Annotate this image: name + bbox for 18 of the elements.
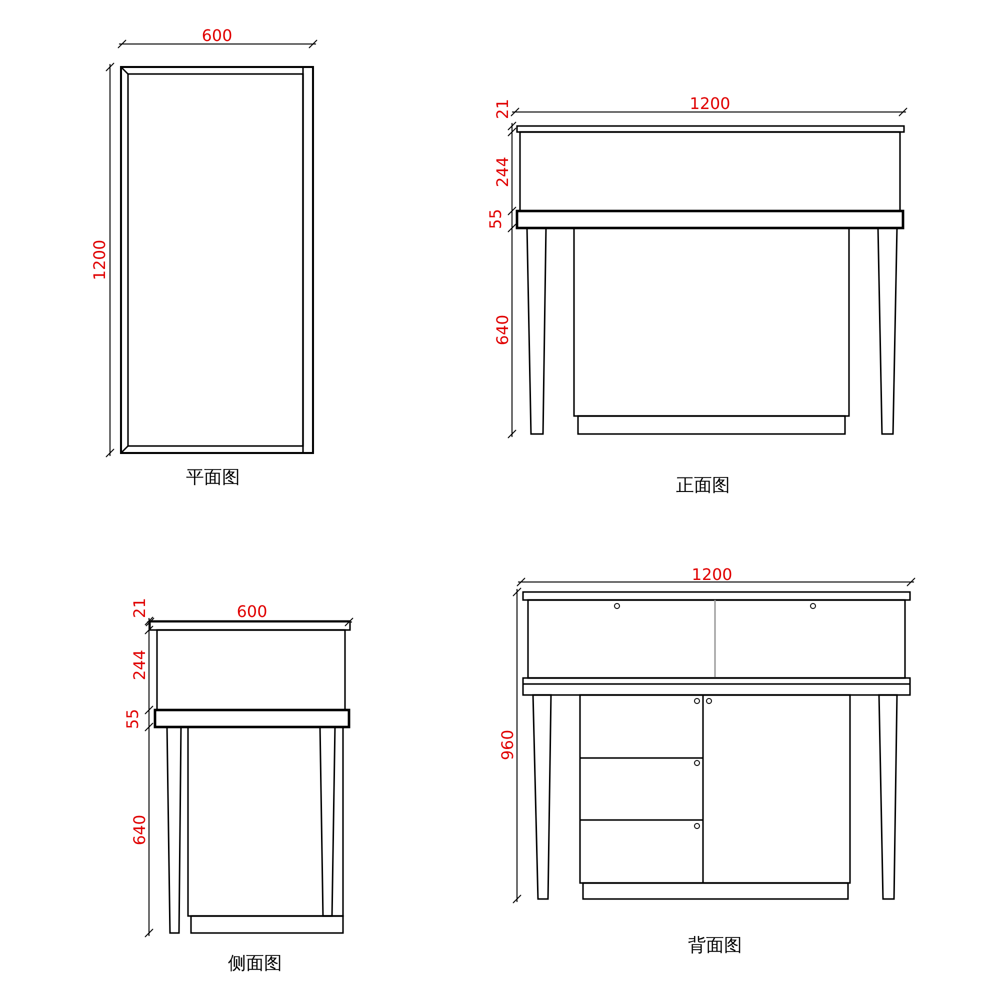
dimension-value: 55 xyxy=(125,708,141,730)
view-caption: 正面图 xyxy=(676,477,730,495)
dimension-value: 640 xyxy=(495,314,511,346)
dimension-value: 1200 xyxy=(690,96,730,112)
dimension-value: 21 xyxy=(132,598,148,618)
view-caption: 背面图 xyxy=(688,937,742,955)
dimension-value: 244 xyxy=(495,156,511,188)
dimension-value: 600 xyxy=(202,28,232,44)
dimension-value: 600 xyxy=(236,604,268,620)
dimension-value: 244 xyxy=(132,650,148,680)
dimension-value: 640 xyxy=(132,814,148,846)
dimension-value: 1200 xyxy=(92,240,108,280)
dimension-value: 1200 xyxy=(692,567,732,583)
dimension-value: 55 xyxy=(488,208,504,230)
dimension-value: 21 xyxy=(495,98,511,120)
view-caption: 平面图 xyxy=(186,469,240,487)
view-caption: 侧面图 xyxy=(228,955,282,973)
dimension-value: 960 xyxy=(500,730,516,760)
